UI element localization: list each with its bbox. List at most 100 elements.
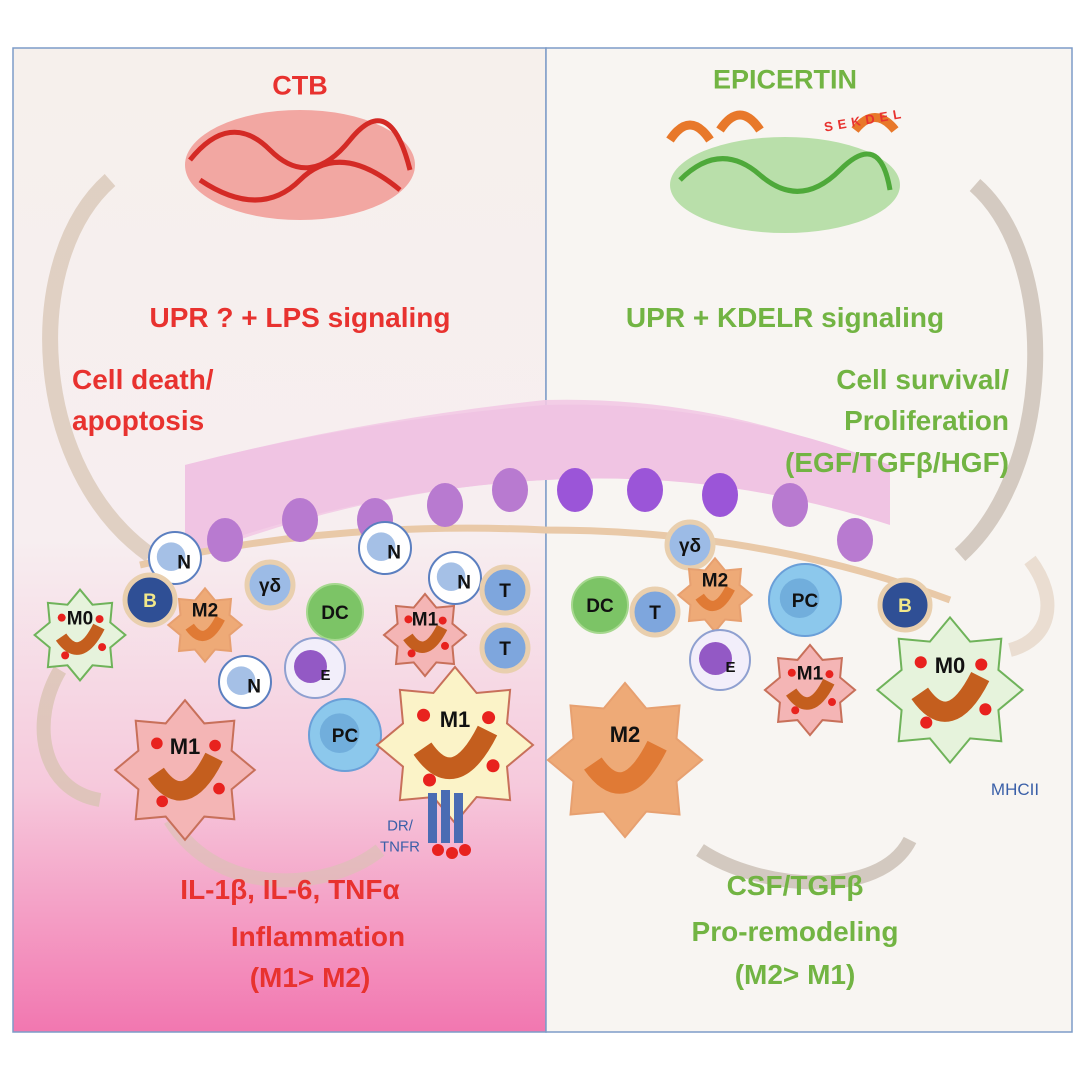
cell-label: T <box>499 581 511 602</box>
left-cell-m2: M2 <box>166 586 244 664</box>
left-cell-m1: M1 <box>113 698 257 842</box>
cytokine-dot <box>57 613 66 622</box>
cell-label: N <box>387 542 401 563</box>
receptor-label-line2: TNFR <box>380 838 420 856</box>
arrow-right-down <box>954 179 1044 561</box>
cell-label: T <box>649 603 661 624</box>
right-ratio: (M2> M1) <box>734 959 856 990</box>
nucleus-icon <box>413 725 498 779</box>
left-cell-dc: DC <box>306 583 364 641</box>
right-signaling: UPR + KDELR signaling <box>625 302 945 333</box>
right-outcome: Pro-remodeling <box>691 916 899 947</box>
cell-label: DC <box>321 603 349 624</box>
nucleus-icon <box>786 678 835 710</box>
epithelial-nucleus <box>492 468 528 512</box>
left-cell-n: N <box>428 551 482 605</box>
epithelium <box>139 399 952 604</box>
ctb-protein-structure <box>185 110 415 220</box>
ctb-title: CTB <box>272 70 328 101</box>
cytokine-dot <box>787 668 796 677</box>
left-cell-m1: M1 <box>382 592 468 678</box>
left-cell-m1: M1 <box>375 665 535 825</box>
right-effect-line3: (EGF/TGFβ/HGF) <box>785 447 1009 478</box>
right-cytokines: CSF/TGFβ <box>726 870 864 901</box>
epithelial-nucleus <box>557 468 593 512</box>
epithelial-nucleus <box>427 483 463 527</box>
cytokine-dot <box>95 615 104 624</box>
left-cytokines: IL-1β, IL-6, TNFα <box>180 874 400 905</box>
left-cell-t: T <box>479 564 531 616</box>
left-effect-line2: apoptosis <box>72 405 205 436</box>
left-outcome: Inflammation <box>230 921 406 952</box>
cytokine-dot <box>417 708 431 722</box>
cytokine-dot <box>791 706 800 715</box>
cytokine-dot <box>98 643 107 652</box>
left-cell-pc: PC <box>308 698 382 772</box>
left-cell-m0: M0 <box>33 588 127 682</box>
cell-label: E <box>725 659 735 676</box>
cytokine-dot <box>61 651 70 660</box>
cell-label: M1 <box>170 734 201 759</box>
cytokine-dot <box>213 782 225 795</box>
cell-label: γδ <box>679 536 701 557</box>
cytokine-dot <box>404 615 413 624</box>
epithelial-nucleus <box>207 518 243 562</box>
receptor-label-line1: DR/ <box>387 817 413 835</box>
basement-membrane <box>139 524 952 604</box>
cell-label: T <box>499 639 511 660</box>
cytokine-dot <box>486 759 500 773</box>
right-effect-line2: Proliferation <box>844 405 1009 436</box>
arrow-left-bottom <box>164 816 385 888</box>
cytokine-dot <box>156 795 169 808</box>
nucleus-icon <box>185 615 225 641</box>
left-signaling: UPR ? + LPS signaling <box>149 302 451 333</box>
cytokine-dot <box>825 670 834 679</box>
cytokine-dot <box>151 737 163 750</box>
right-cell-gd: γδ <box>664 519 716 571</box>
cell-label: γδ <box>259 576 281 597</box>
cell-label: M0 <box>67 609 93 630</box>
mhcii-label: MHCII <box>990 780 1040 799</box>
arrow-right-bottom <box>696 836 917 890</box>
epithelial-nucleus <box>282 498 318 542</box>
cell-label: PC <box>792 591 819 612</box>
cell-label: M2 <box>192 601 218 622</box>
arrow-right-loop <box>1007 555 1055 657</box>
left-cell-t: T <box>479 622 531 674</box>
cell-label: PC <box>332 726 359 747</box>
cell-label: M2 <box>610 722 641 747</box>
cell-label: M0 <box>935 653 966 678</box>
right-cell-m0: M0 <box>875 615 1025 765</box>
cell-label: M2 <box>702 571 728 592</box>
cell-label: N <box>457 572 471 593</box>
cell-label: B <box>143 591 157 612</box>
cytokine-dot <box>441 641 450 650</box>
cytokine-dot <box>828 698 837 707</box>
cell-label: N <box>247 676 261 697</box>
right-cell-b: B <box>877 577 933 633</box>
right-cell-pc: PC <box>768 563 842 637</box>
epicertin-title: EPICERTIN <box>712 64 858 95</box>
nucleus-icon <box>695 585 735 611</box>
cytokine-dot <box>423 773 437 787</box>
left-ratio: (M1> M2) <box>249 962 371 993</box>
right-cell-e: E <box>689 629 751 691</box>
left-cell-n: N <box>148 531 202 585</box>
nucleus-icon <box>911 671 990 722</box>
right-effect-line1: Cell survival/ <box>836 364 1009 395</box>
nucleus-icon <box>584 740 667 794</box>
right-cell-dc: DC <box>571 576 629 634</box>
cytokine-dot <box>438 616 447 625</box>
left-cell-e: E <box>284 637 346 699</box>
cytokine-dot <box>482 711 496 725</box>
right-cell-m2: M2 <box>546 681 704 839</box>
arrow-left-down <box>42 174 155 562</box>
cell-label: DC <box>586 596 614 617</box>
cell-label: M1 <box>440 707 471 732</box>
epithelial-nucleus <box>772 483 808 527</box>
tnf-receptor <box>428 790 471 859</box>
epithelial-nucleus <box>627 468 663 512</box>
cell-label: N <box>177 552 191 573</box>
